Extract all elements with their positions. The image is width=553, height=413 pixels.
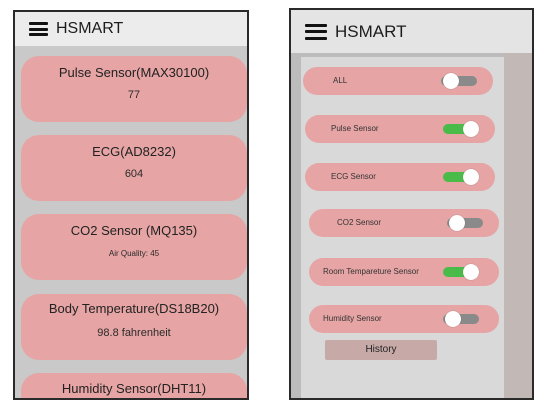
sensor-card-title: Humidity Sensor(DHT11)	[61, 381, 207, 396]
sensor-card-value: Air Quality: 45	[108, 249, 160, 258]
sensor-card-ecg[interactable]: ECG(AD8232) 604	[21, 135, 247, 201]
sensor-card-pulse[interactable]: Pulse Sensor(MAX30100) 77	[21, 56, 247, 122]
app-bar: HSMART	[291, 10, 532, 53]
toggle-switch[interactable]	[443, 311, 479, 327]
dashboard-screen: HSMART Pulse Sensor(MAX30100) 77 ECG(AD8…	[13, 10, 249, 400]
toggle-row-humidity-sensor[interactable]: Humidity Sensor	[309, 305, 499, 333]
sensor-card-co2[interactable]: CO2 Sensor (MQ135) Air Quality: 45	[21, 214, 247, 280]
toggle-label: Humidity Sensor	[323, 314, 382, 323]
toggle-switch[interactable]	[441, 73, 477, 89]
settings-screen: HSMART ALL Pulse Sensor ECG Sensor CO2 S…	[289, 8, 534, 400]
sensor-toggle-drawer: ALL Pulse Sensor ECG Sensor CO2 Sensor R…	[301, 57, 504, 398]
sensor-card-value: 604	[124, 168, 144, 180]
toggle-row-room-temperature-sensor[interactable]: Room Tempareture Sensor	[309, 258, 499, 286]
sensor-card-title: Pulse Sensor(MAX30100)	[58, 65, 210, 80]
app-bar: HSMART	[15, 12, 247, 46]
toggle-row-ecg-sensor[interactable]: ECG Sensor	[305, 163, 495, 191]
sensor-card-body-temperature[interactable]: Body Temperature(DS18B20) 98.8 fahrenhei…	[21, 294, 247, 360]
sensor-card-title: ECG(AD8232)	[92, 144, 176, 159]
app-title: HSMART	[56, 20, 124, 37]
history-button[interactable]: History	[325, 340, 437, 360]
toggle-switch[interactable]	[443, 121, 479, 137]
toggle-switch[interactable]	[443, 169, 479, 185]
toggle-switch[interactable]	[447, 215, 483, 231]
sensor-card-value: 77	[127, 89, 141, 101]
sensor-card-humidity[interactable]: Humidity Sensor(DHT11)	[21, 373, 247, 398]
menu-icon[interactable]	[305, 23, 327, 40]
sensor-card-title: Body Temperature(DS18B20)	[48, 301, 220, 316]
background-panel	[504, 53, 532, 398]
toggle-label: ECG Sensor	[331, 172, 376, 181]
sensor-card-value: 98.8 fahrenheit	[97, 327, 171, 339]
toggle-row-co2-sensor[interactable]: CO2 Sensor	[309, 209, 499, 237]
toggle-row-pulse-sensor[interactable]: Pulse Sensor	[305, 115, 495, 143]
toggle-label: ALL	[333, 76, 348, 85]
toggle-label: Pulse Sensor	[331, 124, 379, 133]
sensor-card-title: CO2 Sensor (MQ135)	[70, 223, 198, 238]
app-title: HSMART	[335, 21, 407, 41]
toggle-label: Room Tempareture Sensor	[323, 267, 419, 276]
toggle-switch[interactable]	[443, 264, 479, 280]
toggle-row-all[interactable]: ALL	[303, 67, 493, 95]
menu-icon[interactable]	[29, 22, 48, 36]
toggle-label: CO2 Sensor	[337, 218, 382, 227]
